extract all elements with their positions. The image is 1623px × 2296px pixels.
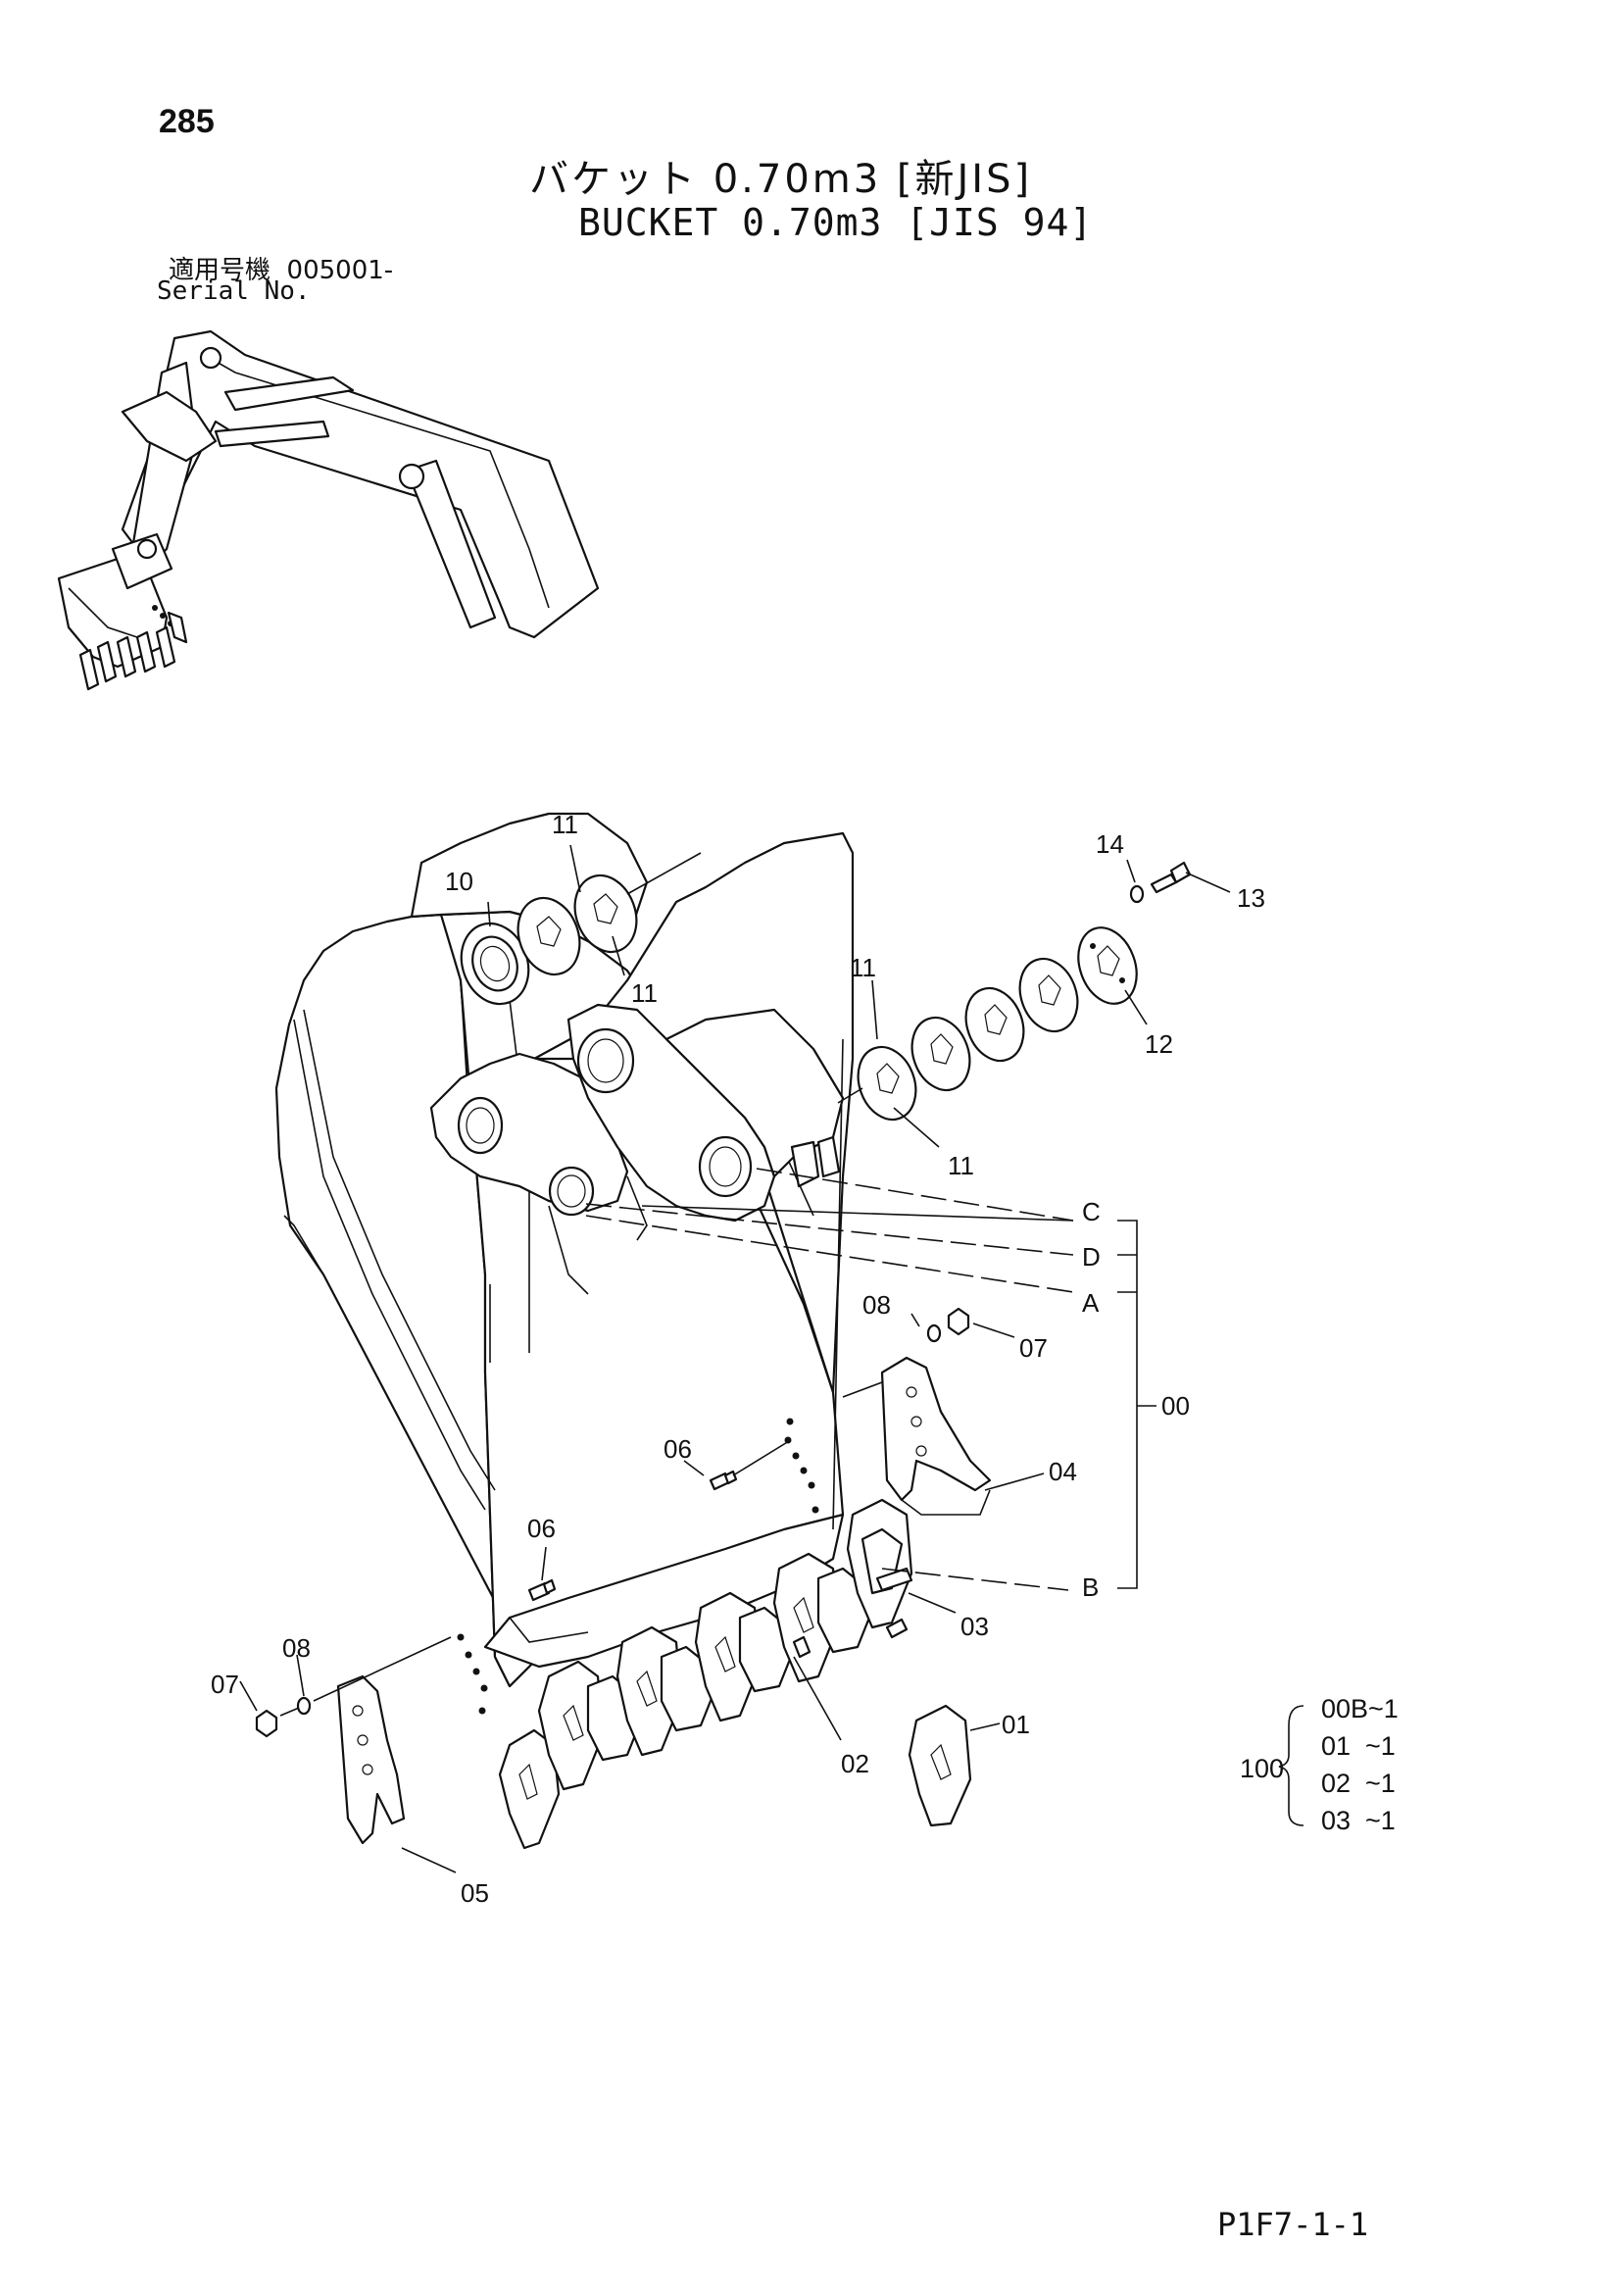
callout-10: 10 (445, 867, 473, 896)
bucket-teeth (498, 1498, 972, 1850)
kit-item-1: 00B~1 (1321, 1694, 1399, 1723)
page-code: P1F7-1-1 (1217, 2206, 1369, 2243)
callout-D: D (1082, 1242, 1101, 1272)
callout-03: 03 (960, 1612, 989, 1641)
serial-label-english: Serial No. (157, 276, 311, 306)
side-cutters (255, 1307, 992, 1845)
kit-item-3: 02 ~1 (1321, 1769, 1396, 1798)
page-number: 285 (159, 103, 215, 140)
callout-00: 00 (1161, 1391, 1190, 1421)
shim-washers (460, 852, 1192, 1122)
callout-08-right: 08 (862, 1290, 891, 1320)
serial-label-jp-text: 適用号機 (169, 256, 271, 285)
callout-11-left-lower: 11 (631, 978, 658, 1008)
callout-11-right-upper: 11 (850, 953, 876, 982)
kit-number: 100 (1240, 1754, 1284, 1783)
callout-07-right: 07 (1019, 1333, 1048, 1363)
callout-08-left: 08 (282, 1633, 311, 1663)
serial-label-japanese: 適用号機 005001- (169, 250, 393, 286)
page-title-japanese: バケット 0.70m3 [新JIS] (529, 157, 1033, 202)
kit-item-4: 03 ~1 (1321, 1806, 1396, 1835)
callout-01: 01 (1002, 1710, 1030, 1739)
callout-06-upper: 06 (664, 1434, 692, 1464)
callout-02: 02 (841, 1749, 869, 1778)
callout-13: 13 (1237, 883, 1265, 913)
callout-06-lower: 06 (527, 1514, 556, 1543)
leader-lines (239, 844, 1304, 1873)
callout-07-left: 07 (211, 1670, 239, 1699)
callout-C: C (1082, 1197, 1101, 1226)
callout-14: 14 (1096, 829, 1124, 859)
excavator-locator-illustration (57, 329, 600, 691)
serial-number-value: 005001- (286, 256, 394, 285)
page-title-english: BUCKET 0.70m3 [JIS 94] (578, 201, 1094, 244)
callout-05: 05 (461, 1878, 489, 1908)
bucket-mounting-brackets (429, 1003, 845, 1295)
callout-A: A (1082, 1288, 1100, 1318)
kit-list: 100 00B~1 01 ~1 02 ~1 03 ~1 (1240, 1694, 1399, 1835)
kit-item-2: 01 ~1 (1321, 1731, 1396, 1761)
callout-04: 04 (1049, 1457, 1077, 1486)
callout-11-right-lower: 11 (948, 1151, 974, 1180)
callout-B: B (1082, 1572, 1099, 1602)
callout-12: 12 (1145, 1029, 1173, 1059)
callout-11-top: 11 (552, 810, 578, 839)
callout-labels: 11 10 11 11 11 12 14 13 C D A B 00 08 07… (211, 810, 1265, 1908)
